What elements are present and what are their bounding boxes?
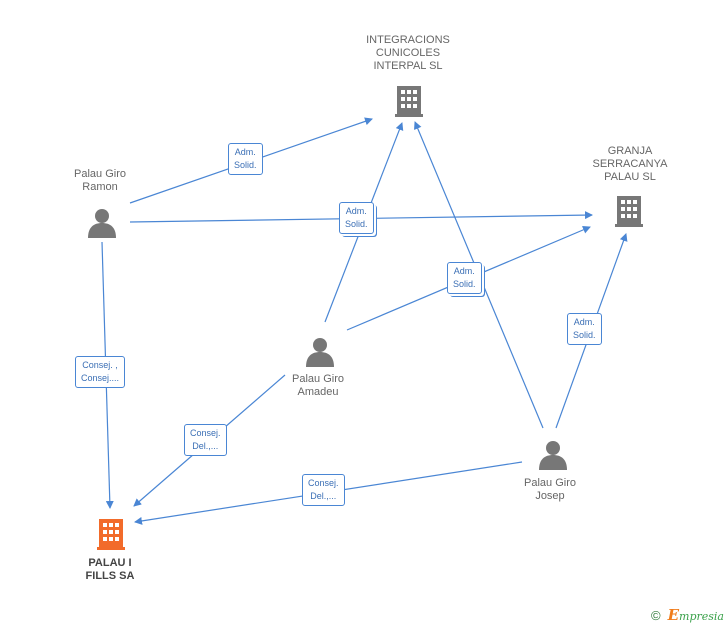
person-icon[interactable]: [539, 441, 567, 470]
copyright-symbol: ©: [650, 608, 661, 623]
building-icon[interactable]: [615, 196, 643, 227]
person-icon[interactable]: [88, 209, 116, 238]
brand-logo: Empresia: [667, 606, 724, 624]
edge-label-ramon-palau[interactable]: Consej. , Consej....: [75, 356, 126, 388]
edge-label-amadeu-palau[interactable]: Consej. Del.,...: [184, 424, 227, 456]
person-icon[interactable]: [306, 338, 334, 367]
edge-label-center-granja[interactable]: Adm. Solid.: [339, 202, 374, 234]
building-icon[interactable]: [395, 86, 423, 117]
building-icon[interactable]: [97, 519, 125, 550]
edge-label-josep-palau[interactable]: Consej. Del.,...: [302, 474, 345, 506]
edge-label-right-center[interactable]: Adm. Solid.: [447, 262, 482, 294]
node-label-josep[interactable]: Palau Giro Josep: [524, 477, 576, 502]
edge-label-josep-granja[interactable]: Adm. Solid.: [567, 313, 602, 345]
node-label-amadeu[interactable]: Palau Giro Amadeu: [292, 373, 344, 398]
node-label-palau-i-fills[interactable]: PALAU I FILLS SA: [85, 557, 135, 582]
node-label-integracions[interactable]: INTEGRACIONS CUNICOLES INTERPAL SL: [366, 34, 450, 72]
node-label-ramon[interactable]: Palau Giro Ramon: [74, 168, 126, 193]
brand-footer[interactable]: © Empresia: [651, 606, 724, 624]
edge-label-ramon-integracions[interactable]: Adm. Solid.: [228, 143, 263, 175]
node-label-granja[interactable]: GRANJA SERRACANYA PALAU SL: [592, 145, 668, 183]
